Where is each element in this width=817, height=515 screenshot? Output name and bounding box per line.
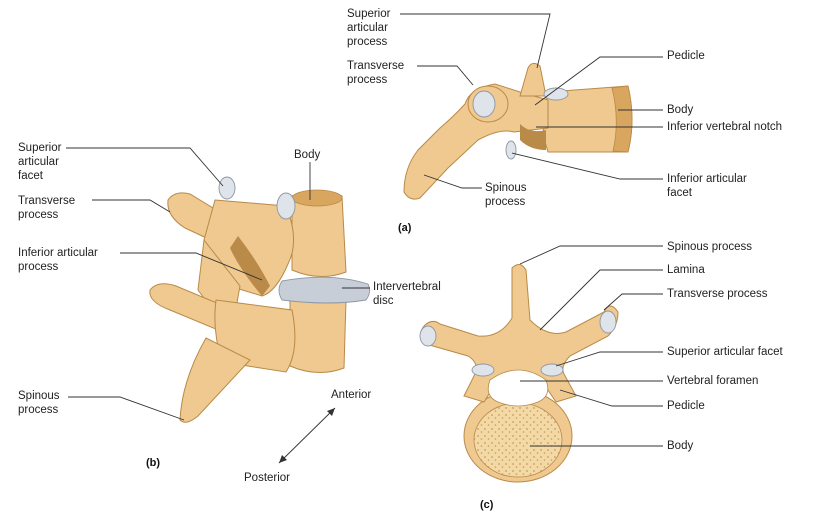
- svg-text:Body: Body: [667, 104, 693, 116]
- svg-text:Body: Body: [667, 440, 693, 452]
- svg-text:Inferior vertebral notch: Inferior vertebral notch: [667, 121, 782, 133]
- label-c-superior-articular-facet: Superior articular facet: [556, 346, 783, 366]
- intervertebral-disc-shape: [279, 277, 370, 303]
- label-b-anterior: Anterior: [331, 389, 371, 401]
- articular-cartilage: [473, 91, 495, 117]
- articular-cartilage: [600, 311, 616, 333]
- panel-a-vertebra-drawing: [404, 63, 632, 199]
- articular-cartilage: [541, 364, 563, 376]
- svg-text:Superior articular facet: Superior articular facet: [667, 346, 783, 358]
- bone-shape: [520, 63, 546, 96]
- articular-cartilage: [219, 177, 235, 199]
- bone-shape: [292, 190, 342, 206]
- svg-text:Transverse process: Transverse process: [667, 288, 768, 300]
- vertebral-foramen-shape: [488, 370, 548, 406]
- articular-cartilage: [472, 364, 494, 376]
- panel-b-tag: (b): [146, 457, 160, 469]
- label-c-spinous-process: Spinous process: [520, 241, 752, 264]
- panel-c-superior-view: (c) Spinous process Lamina Transverse pr…: [420, 241, 783, 511]
- label-c-pedicle: Pedicle: [560, 390, 705, 412]
- label-c-transverse-process: Transverse process: [604, 288, 768, 310]
- svg-text:Pedicle: Pedicle: [667, 50, 705, 62]
- orientation-arrow: [279, 408, 335, 463]
- svg-text:Spinous process: Spinous process: [667, 241, 752, 253]
- panel-c-tag: (c): [480, 499, 494, 511]
- label-b-posterior: Posterior: [244, 472, 290, 484]
- panel-b-vertebrae-drawing: [150, 177, 370, 422]
- svg-text:Body: Body: [294, 149, 320, 161]
- bone-shape: [290, 294, 346, 372]
- svg-text:Lamina: Lamina: [667, 264, 705, 276]
- articular-cartilage: [277, 193, 295, 219]
- panel-c-vertebra-drawing: [420, 264, 618, 482]
- articular-cartilage: [506, 141, 516, 159]
- panel-a-tag: (a): [398, 222, 412, 234]
- spongy-bone: [474, 403, 562, 477]
- svg-text:Pedicle: Pedicle: [667, 400, 705, 412]
- svg-text:Vertebral foramen: Vertebral foramen: [667, 375, 758, 387]
- articular-cartilage: [420, 326, 436, 346]
